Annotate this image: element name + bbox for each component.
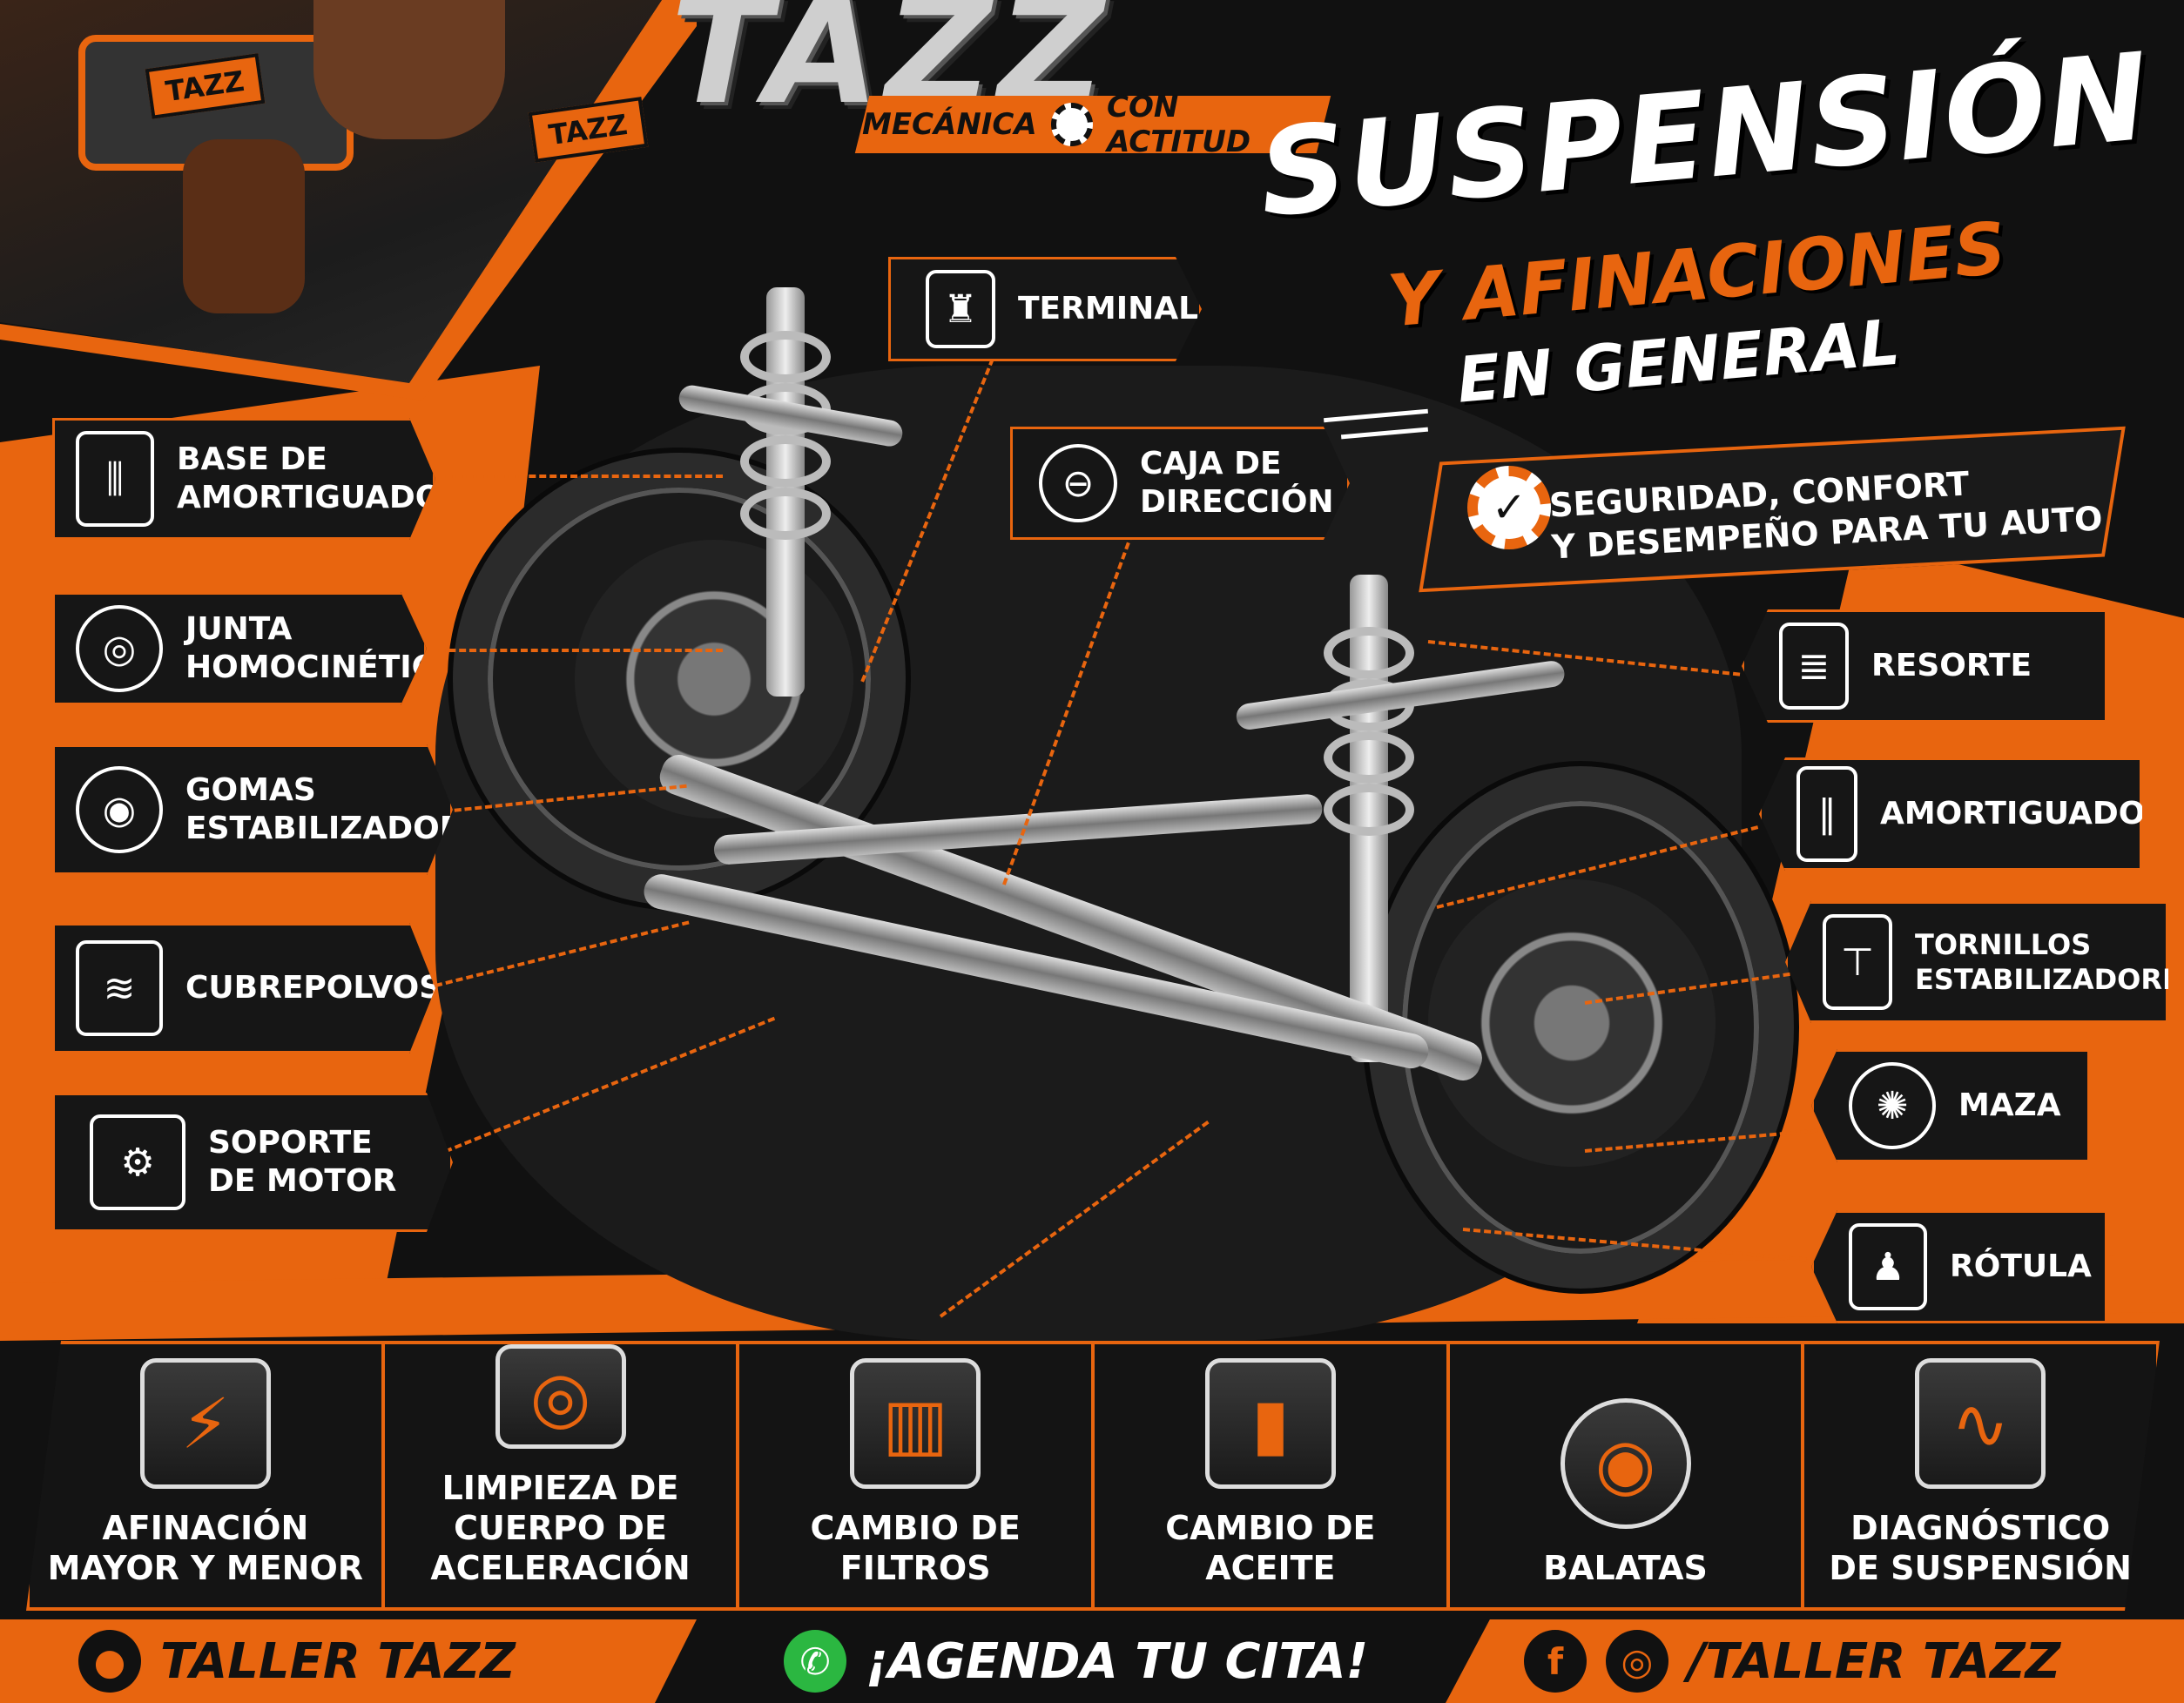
service-label: LIMPIEZA DE CUERPO DE ACELERACIÓN bbox=[430, 1469, 691, 1587]
part-label-tornillos-estabilizadores: ⊤ TORNILLOS ESTABILIZADORES bbox=[1785, 901, 2168, 1023]
mascot-face bbox=[313, 0, 505, 139]
service-label: DIAGNÓSTICO DE SUSPENSIÓN bbox=[1829, 1509, 2132, 1587]
right-rim bbox=[1428, 879, 1716, 1167]
pointer-line bbox=[435, 475, 723, 478]
part-label-gomas-estabilizadoras: ◉ GOMAS ESTABILIZADORAS bbox=[52, 744, 453, 875]
bolt-icon: ⊤ bbox=[1823, 914, 1892, 1010]
brake-disc-icon: ◉ bbox=[1560, 1398, 1691, 1529]
footer-cta[interactable]: ✆ ¡AGENDA TU CITA! bbox=[714, 1619, 1428, 1703]
steering-wheel-icon: ⊖ bbox=[1039, 444, 1117, 522]
part-label-rotula: ♟ RÓTULA bbox=[1811, 1210, 2107, 1323]
part-label-caja-direccion: ⊖ CAJA DE DIRECCIÓN bbox=[1010, 427, 1350, 540]
right-coil bbox=[1324, 627, 1414, 679]
part-label-amortiguador: ∥ AMORTIGUADOR bbox=[1759, 757, 2142, 871]
mascot-hand bbox=[183, 139, 305, 313]
part-label-soporte-motor: ⚙ SOPORTE DE MOTOR bbox=[52, 1093, 453, 1232]
service-label: AFINACIÓN MAYOR Y MENOR bbox=[47, 1509, 364, 1587]
right-coil bbox=[1324, 784, 1414, 836]
footer-social[interactable]: f ◎ /TALLER TAZZ bbox=[1446, 1619, 2184, 1703]
oil-can-icon: ▮ bbox=[1205, 1358, 1336, 1489]
part-label-cubrepolvos: ≋ CUBREPOLVOS bbox=[52, 923, 435, 1053]
service-aceite: ▮ CAMBIO DE ACEITE bbox=[1095, 1344, 1450, 1607]
tie-rod-end-icon: ♜ bbox=[926, 270, 995, 348]
location-pin-icon: ● bbox=[78, 1630, 141, 1693]
part-label-resorte: ≣ RESORTE bbox=[1742, 609, 2107, 723]
part-label-terminal: ♜ TERMINAL bbox=[888, 257, 1202, 361]
gear-check-icon: ✓ bbox=[1467, 466, 1551, 549]
service-diagnostico: ∿ DIAGNÓSTICO DE SUSPENSIÓN bbox=[1804, 1344, 2156, 1607]
service-filtros: ▥ CAMBIO DE FILTROS bbox=[739, 1344, 1095, 1607]
left-coil bbox=[740, 331, 831, 383]
part-label-text: SOPORTE DE MOTOR bbox=[208, 1125, 397, 1199]
part-label-text: RÓTULA bbox=[1950, 1249, 2092, 1284]
footer-location[interactable]: ● TALLER TAZZ bbox=[0, 1619, 697, 1703]
service-limpieza: ◎ LIMPIEZA DE CUERPO DE ACELERACIÓN bbox=[385, 1344, 740, 1607]
service-label: BALATAS bbox=[1543, 1549, 1708, 1587]
shock-mount-icon: ⫼ bbox=[76, 431, 154, 527]
footer-cta-text: ¡AGENDA TU CITA! bbox=[866, 1632, 1369, 1690]
throttle-body-icon: ◎ bbox=[495, 1344, 626, 1449]
left-coil bbox=[740, 435, 831, 488]
service-label: CAMBIO DE FILTROS bbox=[810, 1509, 1021, 1587]
coil-spring-icon: ≣ bbox=[1779, 623, 1849, 710]
services-strip: ⚡ AFINACIÓN MAYOR Y MENOR ◎ LIMPIEZA DE … bbox=[26, 1341, 2160, 1611]
ball-joint-icon: ♟ bbox=[1849, 1223, 1927, 1310]
part-label-text: TERMINAL bbox=[1018, 291, 1199, 326]
part-label-text: RESORTE bbox=[1871, 648, 2032, 683]
service-balatas: ◉ BALATAS bbox=[1450, 1344, 1805, 1607]
pointer-line bbox=[418, 649, 723, 652]
part-label-text: AMORTIGUADOR bbox=[1880, 796, 2170, 831]
footer-social-text: /TALLER TAZZ bbox=[1688, 1632, 2061, 1690]
part-label-junta-homocinetica: ◎ JUNTA HOMOCINÉTICA bbox=[52, 592, 427, 705]
whatsapp-icon: ✆ bbox=[784, 1630, 846, 1693]
left-coil bbox=[740, 488, 831, 540]
part-label-text: CAJA DE DIRECCIÓN bbox=[1140, 446, 1334, 520]
cv-joint-icon: ◎ bbox=[76, 605, 163, 692]
tagline-left: MECÁNICA bbox=[862, 107, 1037, 142]
service-label: CAMBIO DE ACEITE bbox=[1165, 1509, 1376, 1587]
part-label-base-amortiguador: ⫼ BASE DE AMORTIGUADOR bbox=[52, 418, 435, 540]
right-coil bbox=[1324, 731, 1414, 784]
shock-absorber-icon: ∥ bbox=[1796, 766, 1857, 862]
dust-boot-icon: ≋ bbox=[76, 940, 163, 1036]
footer-location-text: TALLER TAZZ bbox=[160, 1632, 516, 1690]
wheel-hub-icon: ✺ bbox=[1849, 1062, 1936, 1149]
part-label-text: TORNILLOS ESTABILIZADORES bbox=[1915, 928, 2184, 996]
service-afinacion: ⚡ AFINACIÓN MAYOR Y MENOR bbox=[30, 1344, 385, 1607]
part-label-text: CUBREPOLVOS bbox=[185, 970, 442, 1006]
bushing-icon: ◉ bbox=[76, 766, 163, 853]
part-label-maza: ✺ MAZA bbox=[1811, 1049, 2090, 1162]
laptop-diagnostic-icon: ∿ bbox=[1915, 1358, 2046, 1489]
facebook-icon[interactable]: f bbox=[1524, 1630, 1587, 1693]
air-filter-icon: ▥ bbox=[850, 1358, 981, 1489]
engine-mount-icon: ⚙ bbox=[90, 1114, 185, 1210]
instagram-icon[interactable]: ◎ bbox=[1606, 1630, 1668, 1693]
spark-plug-icon: ⚡ bbox=[140, 1358, 271, 1489]
footer: ● TALLER TAZZ ✆ ¡AGENDA TU CITA! f ◎ /TA… bbox=[0, 1619, 2184, 1703]
page-title: SUSPENSIÓN bbox=[1254, 26, 2156, 245]
part-label-text: MAZA bbox=[1958, 1087, 2061, 1123]
gear-icon bbox=[1050, 103, 1094, 146]
part-label-text: BASE DE AMORTIGUADOR bbox=[177, 441, 467, 515]
